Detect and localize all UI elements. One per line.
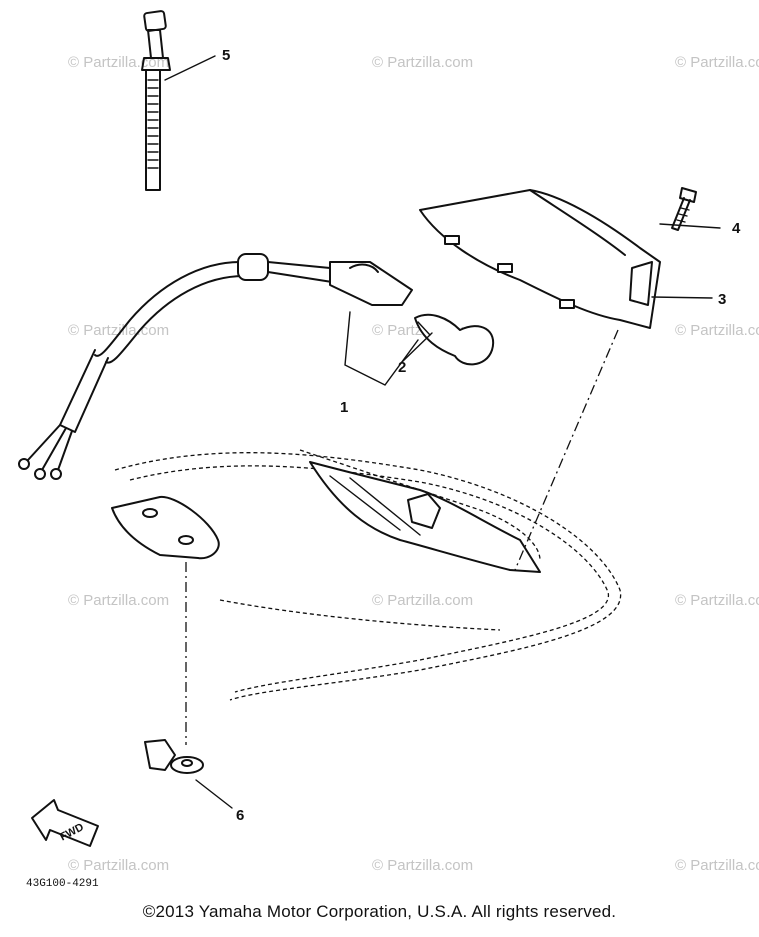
callout-6: 6 [236, 807, 244, 824]
watermark: © Partzilla.com [68, 54, 169, 71]
callout-2: 2 [398, 359, 406, 376]
watermark: © Partzilla.com [675, 857, 759, 874]
watermark: © Partzilla.com [372, 54, 473, 71]
screw-part [671, 187, 697, 231]
drawing-code: 43G100-4291 [26, 878, 99, 890]
plate-part [111, 495, 220, 560]
rear-fender-part [114, 449, 622, 701]
watermark: © Partzilla.com [68, 592, 169, 609]
watermark: © Partzilla.com [68, 857, 169, 874]
watermark: © Partzilla.com [675, 54, 759, 71]
callout-3: 3 [718, 291, 726, 308]
cable-tie-part [141, 10, 216, 191]
leader-lines [195, 223, 721, 809]
nut-part [144, 739, 204, 774]
watermark: © Partzilla.com [68, 322, 169, 339]
watermark: © Partzilla.com [675, 322, 759, 339]
callout-1: 1 [340, 399, 348, 416]
bulb-part [414, 313, 495, 366]
watermark-layer: © Partzilla.com © Partzilla.com © Partzi… [68, 54, 759, 874]
callout-4: 4 [732, 220, 741, 237]
copyright-text: ©2013 Yamaha Motor Corporation, U.S.A. A… [142, 902, 617, 921]
watermark: © Partzilla.com [372, 857, 473, 874]
assembly-lines [185, 329, 619, 745]
watermark: © Partzilla.com [675, 592, 759, 609]
lens-part [419, 189, 661, 329]
forward-arrow-icon: FWD [31, 799, 99, 847]
watermark: © Partzilla.com [372, 592, 473, 609]
socket-cord-part [18, 253, 419, 480]
callout-5: 5 [222, 47, 230, 64]
